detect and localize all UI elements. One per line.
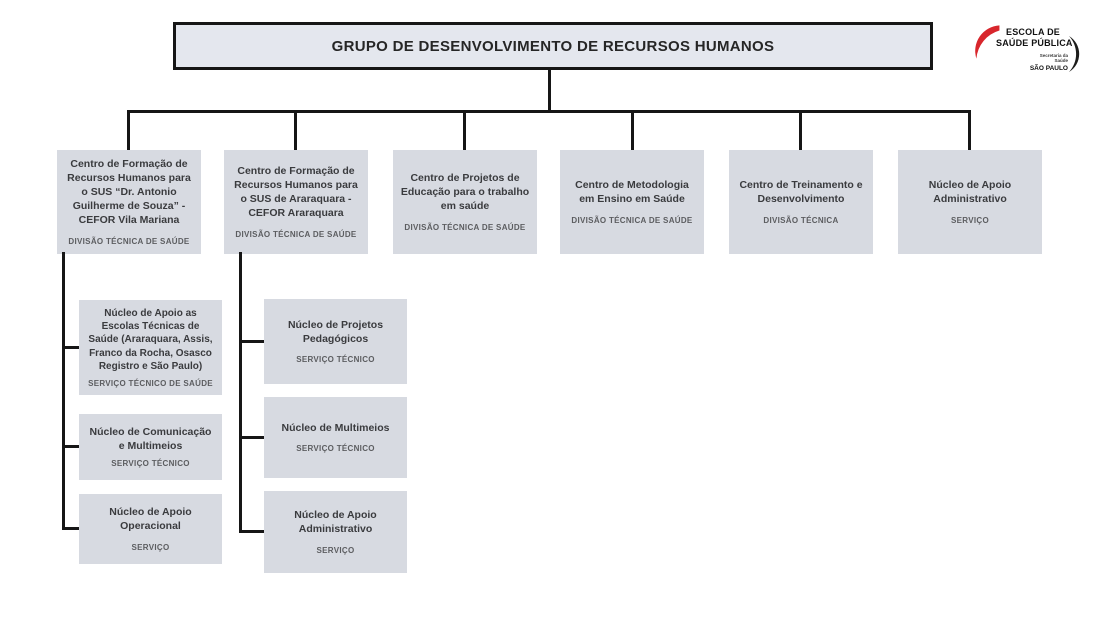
node-title: Núcleo de Projetos Pedagógicos: [287, 318, 384, 345]
node-cefor-vila-mariana: Centro de Formação de Recursos Humanos p…: [57, 150, 201, 254]
node-nucleo-comunicacao-multimeios: Núcleo de Comunicação e Multimeios SERVI…: [79, 414, 222, 480]
node-centro-projetos-educacao: Centro de Projetos de Educação para o tr…: [393, 150, 537, 254]
logo-secretariat: Secretaria da Saúde SÃO PAULO: [996, 53, 1070, 72]
connector-drop-2: [294, 110, 297, 150]
connector-drop-3: [463, 110, 466, 150]
node-title: Centro de Projetos de Educação para o tr…: [400, 172, 530, 212]
connector-root-drop: [548, 70, 551, 112]
node-subtitle: SERVIÇO TÉCNICO: [296, 444, 375, 454]
connector-araraquara-stub-2: [239, 436, 266, 439]
node-title: Núcleo de Comunicação e Multimeios: [89, 425, 212, 452]
node-title: Núcleo de Apoio as Escolas Técnicas de S…: [88, 308, 213, 372]
node-title: Núcleo de Apoio Administrativo: [928, 179, 1012, 205]
connector-drop-6: [968, 110, 971, 150]
logo-secretariat-line2: Saúde: [1054, 58, 1068, 64]
logo-name-line1: ESCOLA DE: [1006, 27, 1060, 37]
node-subtitle: DIVISÃO TÉCNICA DE SAÚDE: [68, 236, 190, 246]
node-subtitle: SERVIÇO TÉCNICO: [296, 355, 375, 365]
escola-saude-publica-logo: ESCOLA DE SAÚDE PÚBLICA Secretaria da Sa…: [956, 12, 1092, 86]
node-subtitle: DIVISÃO TÉCNICA DE SAÚDE: [404, 222, 526, 232]
node-title: Centro de Treinamento e Desenvolvimento: [739, 179, 863, 205]
node-subtitle: SERVIÇO: [951, 215, 989, 225]
root-node: GRUPO DE DESENVOLVIMENTO DE RECURSOS HUM…: [173, 22, 933, 70]
connector-vila-mariana-stub-2: [62, 445, 81, 448]
logo-red-crescent-icon: [975, 25, 1000, 59]
node-subtitle: DIVISÃO TÉCNICA: [763, 215, 839, 225]
node-title: Centro de Formação de Recursos Humanos p…: [234, 165, 358, 219]
node-nucleo-apoio-administrativo-araraquara: Núcleo de Apoio Administrativo SERVIÇO: [264, 491, 407, 573]
node-subtitle: SERVIÇO: [316, 545, 355, 555]
logo-black-crescent-icon: [1069, 36, 1080, 72]
node-title: Centro de Formação de Recursos Humanos p…: [67, 158, 191, 226]
node-nucleo-apoio-operacional: Núcleo de Apoio Operacional SERVIÇO: [79, 494, 222, 564]
node-cefor-araraquara: Centro de Formação de Recursos Humanos p…: [224, 150, 368, 254]
connector-araraquara-trunk: [239, 252, 242, 533]
node-title: Núcleo de Apoio Operacional: [109, 506, 192, 532]
connector-drop-4: [631, 110, 634, 150]
logo-secretariat-line1: Secretaria da: [1039, 52, 1068, 58]
node-subtitle: SERVIÇO: [131, 542, 170, 552]
node-subtitle: SERVIÇO TÉCNICO DE SAÚDE: [88, 378, 213, 388]
node-subtitle: DIVISÃO TÉCNICA DE SAÚDE: [235, 229, 357, 239]
node-centro-metodologia: Centro de Metodologia em Ensino em Saúde…: [560, 150, 704, 254]
node-centro-treinamento: Centro de Treinamento e Desenvolvimento …: [729, 150, 873, 254]
node-subtitle: DIVISÃO TÉCNICA DE SAÚDE: [571, 215, 693, 225]
node-nucleo-multimeios: Núcleo de Multimeios SERVIÇO TÉCNICO: [264, 397, 407, 478]
node-nucleo-projetos-pedagogicos: Núcleo de Projetos Pedagógicos SERVIÇO T…: [264, 299, 407, 384]
logo-name-line2: SAÚDE PÚBLICA: [996, 38, 1073, 49]
connector-drop-5: [799, 110, 802, 150]
node-title: Núcleo de Multimeios: [281, 421, 390, 434]
node-title: Núcleo de Apoio Administrativo: [294, 509, 377, 535]
connector-vila-mariana-stub-3: [62, 527, 81, 530]
node-nucleo-apoio-administrativo: Núcleo de Apoio Administrativo SERVIÇO: [898, 150, 1042, 254]
connector-araraquara-stub-1: [239, 340, 266, 343]
logo-text: ESCOLA DE SAÚDE PÚBLICA Secretaria da Sa…: [996, 27, 1073, 72]
node-title: Centro de Metodologia em Ensino em Saúde: [575, 179, 689, 205]
connector-araraquara-stub-3: [239, 530, 266, 533]
connector-drop-1: [127, 110, 130, 150]
connector-vila-mariana-stub-1: [62, 346, 81, 349]
connector-vila-mariana-trunk: [62, 252, 65, 530]
node-nucleo-escolas-tecnicas: Núcleo de Apoio as Escolas Técnicas de S…: [79, 300, 222, 395]
root-node-label: GRUPO DE DESENVOLVIMENTO DE RECURSOS HUM…: [331, 37, 775, 55]
logo-state-label: SÃO PAULO: [1029, 64, 1068, 72]
node-subtitle: SERVIÇO TÉCNICO: [111, 459, 190, 469]
connector-level1-horizontal: [127, 110, 971, 113]
